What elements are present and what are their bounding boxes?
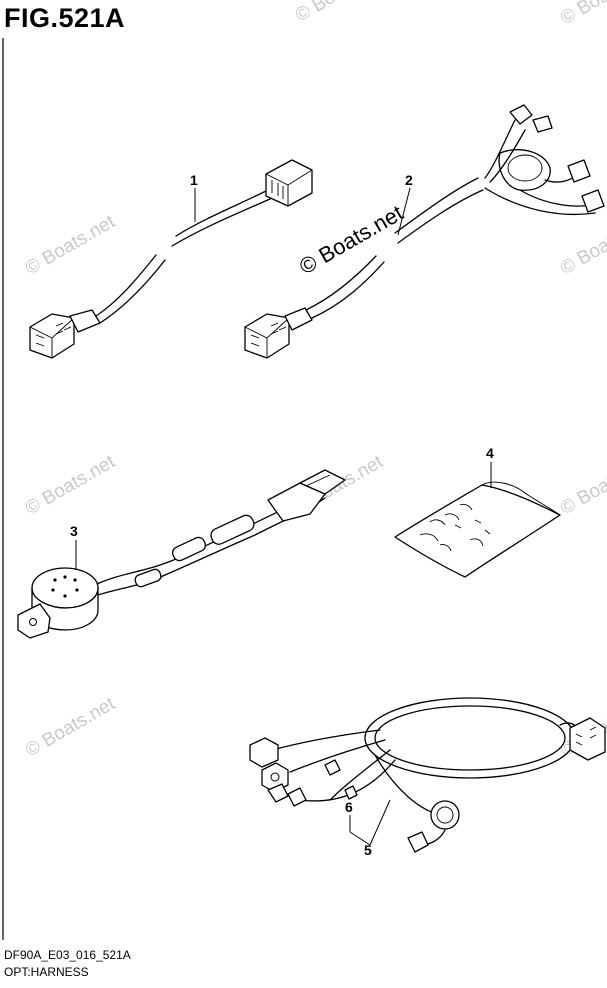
watermark-faint: © Boats.net	[557, 451, 607, 519]
callout-4: 4	[486, 445, 494, 461]
watermark-faint: © Boats.net	[22, 451, 119, 519]
part-2-harness: 2 © Boats.net	[244, 104, 605, 359]
diagram-code: DF90A_E03_016_521A	[4, 948, 131, 962]
part-1-extension-harness: 1	[29, 159, 313, 359]
watermark-faint: © Boats.net	[557, 211, 607, 279]
callout-2: 2	[405, 172, 413, 188]
watermark-main: © Boats.net	[295, 200, 407, 279]
watermark-faint: © Boats.net	[22, 693, 119, 761]
watermark-faint: © Boats.net	[22, 211, 119, 279]
callout-1: 1	[190, 172, 198, 188]
part-3-buzzer: 3	[17, 469, 346, 639]
callout-5: 5	[364, 842, 372, 858]
part-6-clip	[344, 785, 358, 800]
group-name: OPT:HARNESS	[4, 965, 89, 979]
watermark-faint: © Boats.net	[557, 0, 607, 29]
callout-6: 6	[345, 799, 353, 815]
figure-title: FIG.521A	[4, 3, 126, 33]
callout-3: 3	[70, 523, 78, 539]
part-5-main-harness: 6 5	[249, 697, 606, 858]
part-4-parts-bag: 4	[394, 445, 561, 578]
watermark-faint: © Boats.net	[292, 0, 389, 26]
